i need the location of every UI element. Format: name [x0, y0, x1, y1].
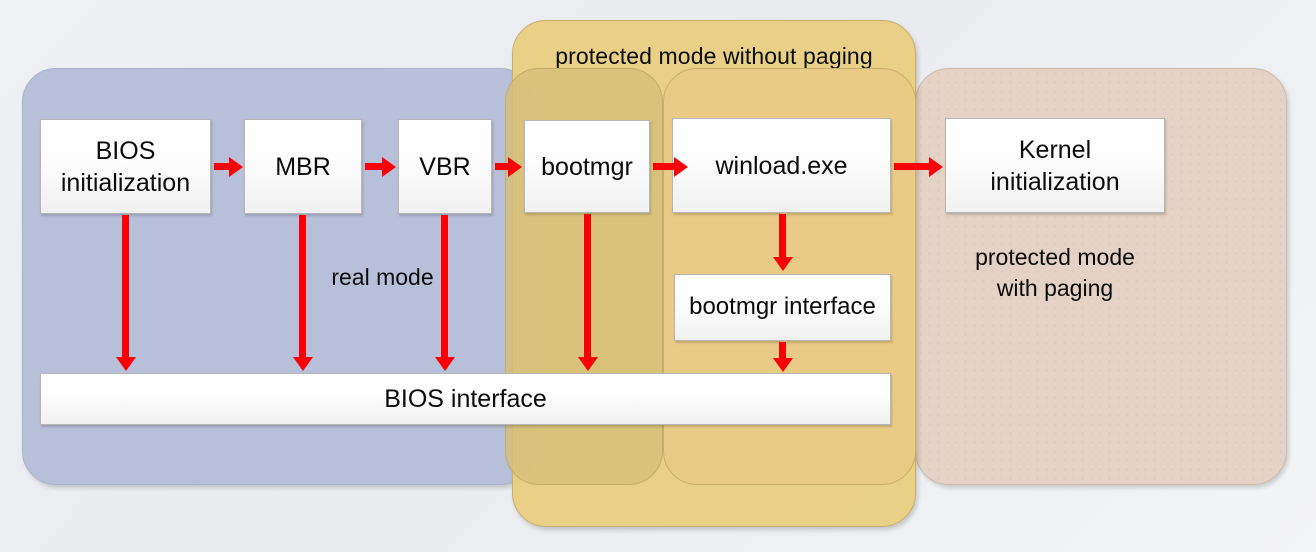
- panel-protected-mode-without-paging-label: protected mode without paging: [555, 43, 873, 69]
- arrow-bios-to-mbr: [214, 156, 243, 177]
- box-bios-initialization[interactable]: BIOS initialization: [40, 119, 211, 214]
- arrow-winload-to-bootmgr-interface: [772, 214, 793, 271]
- arrow-winload-to-kernel: [894, 156, 943, 177]
- arrow-bootmgr-to-winload: [653, 156, 688, 177]
- panel-protected-mode-with-paging-label: protected mode with paging: [945, 242, 1165, 304]
- box-bios-interface-label: BIOS interface: [384, 385, 547, 413]
- paging-caption-line-1: protected mode: [975, 244, 1135, 270]
- box-kernel-initialization-line-1: Kernel: [1018, 135, 1092, 164]
- arrow-bootmgr-interface-to-bios-interface: [772, 342, 793, 372]
- box-bios-interface[interactable]: BIOS interface: [40, 373, 891, 425]
- box-bootmgr-interface[interactable]: bootmgr interface: [674, 274, 891, 341]
- box-bootmgr-label: bootmgr: [541, 152, 633, 181]
- arrow-vbr-to-bootmgr: [495, 156, 522, 177]
- arrow-bios-to-bios-interface: [115, 215, 136, 371]
- arrow-vbr-to-bios-interface: [434, 215, 455, 371]
- box-bootmgr[interactable]: bootmgr: [524, 120, 650, 213]
- box-winload-exe-label: winload.exe: [715, 151, 848, 180]
- box-mbr-label: MBR: [275, 152, 331, 181]
- panel-real-mode-label: real mode: [331, 264, 434, 290]
- arrow-mbr-to-vbr: [365, 156, 396, 177]
- box-kernel-initialization-line-2: initialization: [990, 167, 1120, 196]
- box-winload-exe[interactable]: winload.exe: [672, 118, 891, 213]
- box-vbr[interactable]: VBR: [398, 119, 492, 214]
- box-kernel-initialization[interactable]: Kernel initialization: [945, 118, 1165, 213]
- box-bios-initialization-line-2: initialization: [60, 168, 191, 197]
- arrow-mbr-to-bios-interface: [292, 215, 313, 371]
- box-mbr[interactable]: MBR: [244, 119, 362, 214]
- arrow-bootmgr-to-bios-interface: [577, 214, 598, 371]
- paging-caption-line-2: with paging: [996, 275, 1114, 302]
- box-vbr-label: VBR: [419, 152, 471, 181]
- box-bios-initialization-line-1: BIOS: [95, 136, 156, 165]
- box-bootmgr-interface-label: bootmgr interface: [689, 293, 876, 321]
